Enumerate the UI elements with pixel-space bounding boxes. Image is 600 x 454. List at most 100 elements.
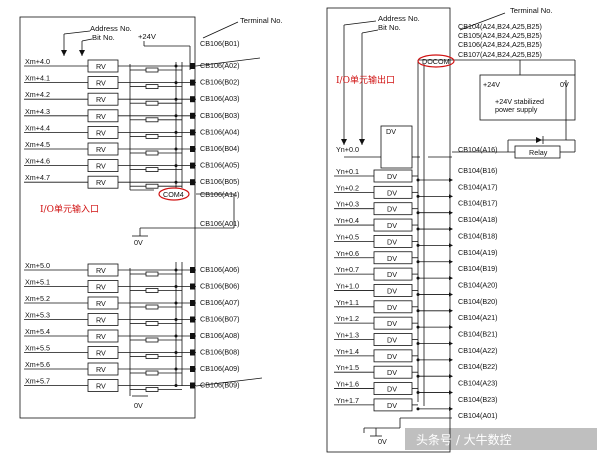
terminal-no-label: Terminal No. [240,16,283,25]
receiver-label: RV [96,62,106,71]
output-address-label: Yn+0.6 [336,249,359,258]
terminal-block [190,63,195,69]
terminal-b01-label: CB106(B01) [200,39,240,48]
pull-resistor [145,271,159,277]
output-terminal-label: CB104(B18) [458,231,498,240]
receiver-label: RV [96,79,106,88]
terminal-top-1: CB104(A24,B24,A25,B25) [458,22,542,31]
pull-resistor [145,84,159,89]
driver-label: DV [387,385,397,394]
dv-first-label: DV [386,127,396,136]
pull-resistor [145,288,159,293]
terminal-arrow [449,292,453,297]
driver-label: DV [387,401,397,410]
input-address-label: Xm+5.6 [25,360,50,369]
output-unit-title: I/O单元输出口 [336,74,395,86]
bus-node [416,309,420,313]
bus-node [416,260,420,264]
driver-label: DV [387,270,397,279]
input-terminal-label: CB106(A09) [200,364,240,373]
output-address-label: Yn+0.2 [336,183,359,192]
input-terminal-label: CB106(A05) [200,161,240,170]
terminal-block [190,333,195,339]
supply-24v-label-right: +24V [483,80,500,89]
output-terminal-label: CB104(B21) [458,330,498,339]
input-address-label: Xm+4.4 [25,123,50,132]
terminal-arrow [449,194,453,199]
pull-resistor [145,67,159,73]
input-terminal-label: CB106(B08) [200,348,240,357]
address-no-label: Address No. [90,24,132,33]
driver-label: DV [387,221,397,230]
terminal-arrow [449,276,453,281]
supply-24v-label: +24V [138,32,157,41]
terminal-arrow [449,325,453,330]
receiver-label: RV [96,178,106,187]
zero-v-label-right: 0V [378,437,387,446]
input-address-label: Xm+5.3 [25,311,50,320]
output-terminal-label: CB104(A21) [458,313,498,322]
input-address-label: Xm+4.6 [25,157,50,166]
terminal-block [190,316,195,323]
receiver-label: RV [96,283,106,292]
driver-label: DV [387,286,397,295]
supply-line-2: power supply [495,105,538,114]
bus-node [416,374,420,378]
driver-label: DV [387,352,397,361]
watermark-backdrop [405,428,597,450]
pull-resistor [145,321,159,326]
output-terminal-label: CB104(B19) [458,264,498,273]
terminal-arrow [449,357,453,362]
address-no-label-right: Address No. [378,14,420,23]
output-address-label: Yn+0.4 [336,216,359,225]
terminal-block [190,179,195,186]
receiver-label: RV [96,95,106,104]
terminal-a14-label: CB106(A14) [200,190,240,199]
output-address-label: Yn+1.0 [336,281,359,290]
first-output-label: Yn+0.0 [336,145,359,154]
output-terminal-label: CB104(B23) [458,395,498,404]
terminal-block [190,129,195,136]
receiver-label: RV [96,128,106,137]
terminal-block [190,79,195,86]
driver-label: DV [387,368,397,377]
bus-node [416,276,420,280]
bus-node [416,358,420,362]
input-terminal-label: CB106(B05) [200,177,240,186]
terminal-block [190,146,195,152]
bus-node [416,407,420,411]
input-terminal-label: CB106(B03) [200,111,240,120]
receiver-label: RV [96,266,106,275]
terminal-arrow [449,390,453,395]
output-terminal-label: CB104(B16) [458,166,498,175]
bus-node [416,292,420,296]
output-terminal-label: CB104(A23) [458,379,498,388]
terminal-block [190,366,195,372]
receiver-label: RV [96,112,106,121]
pull-resistor [145,133,159,139]
input-terminal-label: CB106(A06) [200,265,240,274]
bus-node [416,342,420,345]
output-address-label: Yn+1.4 [336,347,359,356]
pull-resistor [145,337,159,343]
bus-node [416,325,420,329]
terminal-block [190,283,195,290]
output-address-label: Yn+1.3 [336,331,359,340]
input-address-label: Xm+4.1 [25,74,50,83]
receiver-label: RV [96,332,106,341]
terminal-block [190,382,195,389]
output-terminal-label: CB104(A22) [458,346,498,355]
input-address-label: Xm+4.0 [25,57,50,66]
relay-label: Relay [529,148,548,157]
bit-no-label-right: Bit No. [378,23,401,32]
driver-label: DV [387,336,397,345]
terminal-arrow [449,210,453,215]
input-terminal-label: CB106(B02) [200,78,240,87]
output-address-label: Yn+1.6 [336,380,359,389]
receiver-label: RV [96,382,106,391]
output-address-label: Yn+1.1 [336,298,359,307]
driver-label: DV [387,172,397,181]
